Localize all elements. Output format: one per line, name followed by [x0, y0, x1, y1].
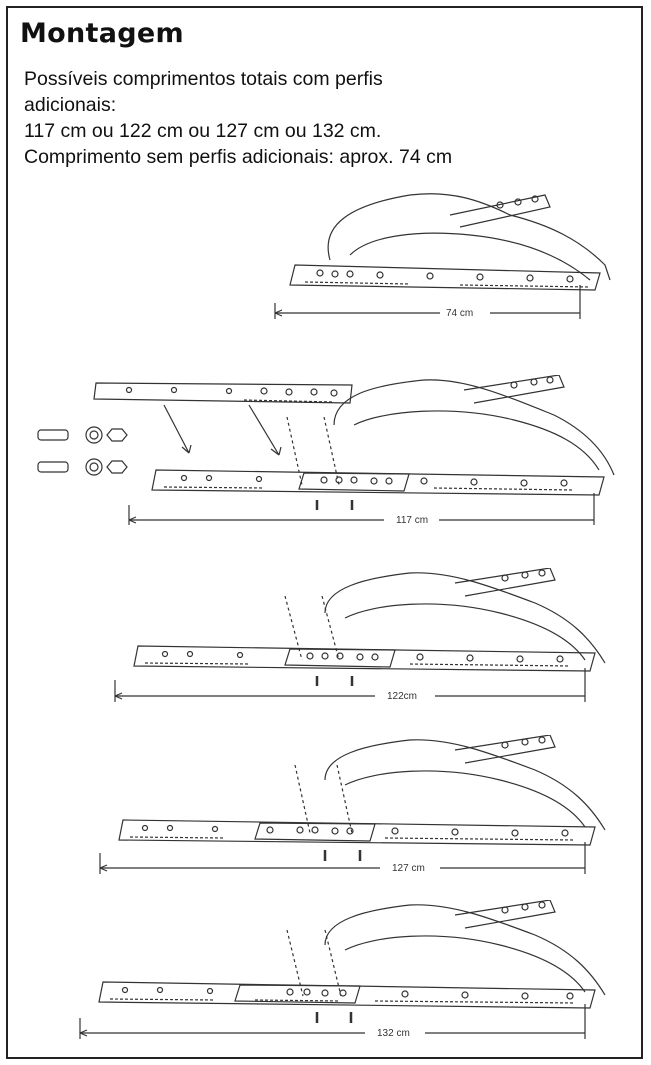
- dimension-label: 117 cm: [396, 515, 428, 526]
- intro-line: 117 cm ou 122 cm ou 127 cm ou 132 cm.: [24, 120, 382, 142]
- figure-extended-132cm: 132 cm: [79, 900, 606, 1039]
- section-title: Montagem: [20, 18, 184, 49]
- dimension-label: 127 cm: [392, 863, 425, 874]
- dimension-label: 132 cm: [377, 1028, 410, 1039]
- intro-line: Possíveis comprimentos totais com perfis: [24, 68, 383, 90]
- intro-line: adicionais:: [24, 94, 117, 116]
- document-frame: [6, 6, 643, 1059]
- figure-base-74cm: 74 cm: [274, 193, 611, 319]
- intro-text: Possíveis comprimentos totais com perfis…: [24, 66, 624, 170]
- dimension-label: 122cm: [387, 691, 417, 702]
- dimension-label: 74 cm: [446, 308, 473, 319]
- intro-line: Comprimento sem perfis adicionais: aprox…: [24, 146, 453, 168]
- figure-extended-127cm: 127 cm: [99, 735, 606, 874]
- figure-extended-117cm: 117 cm: [37, 375, 615, 526]
- figure-extended-122cm: 122cm: [114, 568, 606, 702]
